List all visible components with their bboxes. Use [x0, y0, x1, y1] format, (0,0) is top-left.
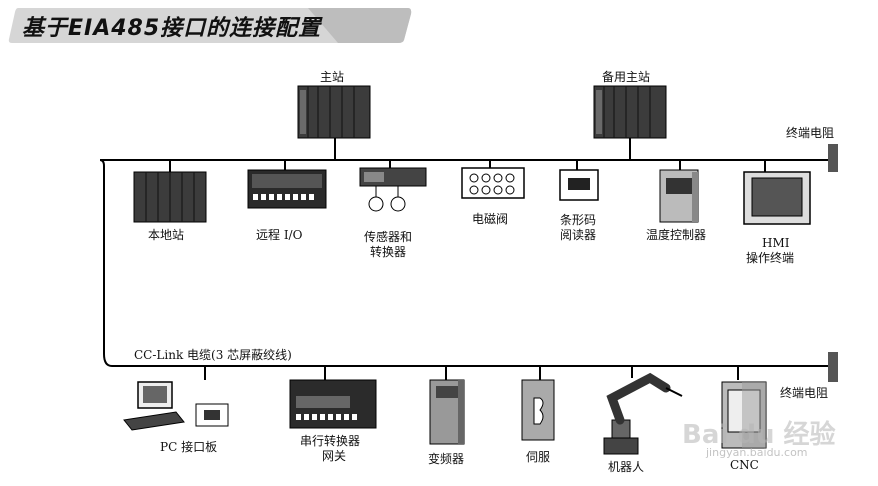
remote-io-device [247, 169, 327, 209]
hmi-terminal-device [743, 171, 811, 225]
label-inverter: 变频器 [428, 452, 465, 466]
barcode-reader-device [559, 169, 599, 201]
watermark-brand: Bai du 经验 [682, 420, 836, 450]
label-sensor-line1: 传感器和 [364, 230, 413, 244]
serial-converter-device [289, 379, 377, 429]
label-hmi-line1: HMI [762, 236, 790, 250]
temperature-controller-device [659, 169, 699, 223]
label-sensor-line2: 转换器 [370, 245, 407, 259]
label-local-station: 本地站 [148, 228, 185, 242]
label-terminator-top: 终端电阻 [786, 126, 835, 140]
label-terminator-bottom: 终端电阻 [780, 386, 829, 400]
label-backup-master: 备用主站 [602, 70, 651, 84]
label-main-master: 主站 [320, 70, 345, 84]
robot-device [603, 372, 683, 455]
cnc-device [721, 381, 767, 449]
label-servo: 伺服 [526, 450, 551, 464]
terminator-bottom [828, 352, 838, 382]
watermark-url: jingyan.baidu.com [706, 446, 808, 459]
label-cnc: CNC [730, 458, 759, 472]
page-title: 基于EIA485接口的连接配置 [22, 16, 322, 41]
label-remote-io: 远程 I/O [256, 228, 303, 242]
solenoid-valve-device [461, 167, 525, 199]
terminator-top [828, 144, 838, 172]
label-barcode-line1: 条形码 [560, 213, 597, 227]
local-station-device [133, 171, 207, 223]
backup-master-plc [593, 85, 667, 139]
label-hmi-line2: 操作终端 [746, 251, 795, 265]
servo-device [521, 379, 555, 441]
label-temp-controller: 温度控制器 [646, 228, 707, 242]
label-serial-line1: 串行转换器 [300, 434, 361, 448]
title-banner [8, 8, 412, 43]
bus-lines [99, 138, 828, 380]
inverter-device [429, 379, 465, 445]
label-cable: CC-Link 电缆(3 芯屏蔽绞线) [134, 348, 292, 362]
pc-device [123, 381, 229, 431]
sensor-converter-device [359, 167, 427, 212]
main-master-plc [297, 85, 371, 139]
label-robot: 机器人 [608, 460, 645, 474]
label-barcode-line2: 阅读器 [560, 228, 597, 242]
label-serial-line2: 网关 [322, 449, 347, 463]
label-solenoid-valve: 电磁阀 [472, 212, 509, 226]
label-pc-board: PC 接口板 [160, 440, 218, 454]
